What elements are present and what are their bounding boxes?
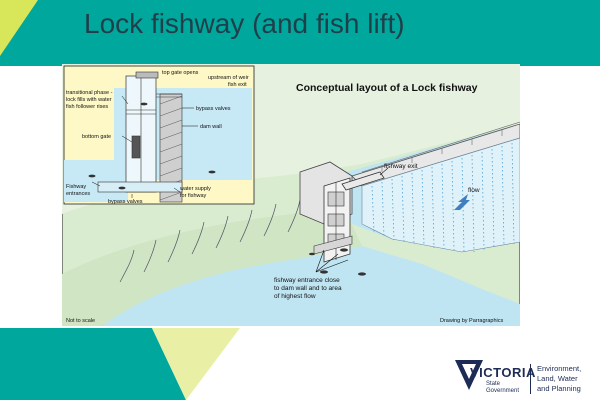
footer-shapes <box>0 328 240 400</box>
lock-fishway-diagram: Conceptual layout of a Lock fishway fish… <box>62 64 520 326</box>
logo-dept3: and Planning <box>537 384 581 393</box>
falling-water <box>371 142 515 253</box>
label-fishway-exit: fishway exit <box>384 163 418 170</box>
inset-diagram <box>63 65 255 205</box>
logo-dept2: Land, Water <box>537 374 578 383</box>
inset-fish <box>88 102 216 190</box>
inset-label-water-supply-1: water supply <box>179 186 211 192</box>
inset-label-water-supply-2: for fishway <box>180 193 207 199</box>
inset-label-transitional-1: transitional phase - <box>66 90 113 96</box>
logo-sub1: State <box>486 381 501 387</box>
label-not-to-scale: Not to scale <box>66 318 95 324</box>
inset-label-fish-exit: fish exit <box>228 82 247 88</box>
walkway <box>313 235 353 255</box>
downstream-water <box>102 246 520 326</box>
label-credit: Drawing by Parragraphics <box>440 318 504 324</box>
inset-label-transitional-3: fish follower rises <box>66 104 108 110</box>
inset-water-lower <box>64 160 128 202</box>
exit-flume <box>341 171 385 191</box>
header-band <box>0 0 600 66</box>
logo-divider <box>530 364 531 394</box>
label-entrance-3: of highest flow <box>274 293 316 300</box>
inset-label-entrances-2: entrances <box>66 191 90 197</box>
logo-dept1: Environment, <box>537 364 582 373</box>
inset-label-upstream: upstream of weir <box>208 75 249 81</box>
river-bank <box>62 204 362 326</box>
label-entrance-2: to dam wall and to area <box>274 285 342 292</box>
weir-rail <box>361 121 520 173</box>
flow-arrow <box>454 194 470 210</box>
dam-face <box>361 137 520 253</box>
inset-label-transitional-2: lock fills with water <box>66 97 112 103</box>
fish-markers <box>309 248 366 276</box>
entrance-leaders <box>315 249 349 273</box>
inset-base-channel <box>97 181 183 193</box>
logo-name: VICTORIA <box>470 365 536 380</box>
inset-label-bottom-gate: bottom gate <box>82 134 111 140</box>
bank-hatching <box>119 199 301 283</box>
inset-label-top-gate: top gate opens <box>162 70 199 76</box>
label-flow: flow <box>468 187 480 194</box>
inset-label-bypass-bottom: bypass valves <box>108 199 143 205</box>
victoria-logo-icon <box>455 360 483 390</box>
header-lime-accent <box>0 0 38 56</box>
inset-dam-hatch <box>159 95 183 201</box>
inset-label-dam-wall: dam wall <box>200 124 222 130</box>
exit-leader <box>379 167 389 176</box>
inset-leaders <box>91 95 198 198</box>
slide-title: Lock fishway (and fish lift) <box>84 8 405 39</box>
logo-sub2: Government <box>486 388 520 394</box>
inset-lock-details <box>126 71 182 192</box>
label-entrance-1: fishway entrance close <box>274 277 340 284</box>
inset-label-bypass-top: bypass valves <box>196 106 231 112</box>
diagram-main-title: Conceptual layout of a Lock fishway <box>296 82 478 94</box>
inset-label-entrances-1: Fishway <box>66 184 86 190</box>
